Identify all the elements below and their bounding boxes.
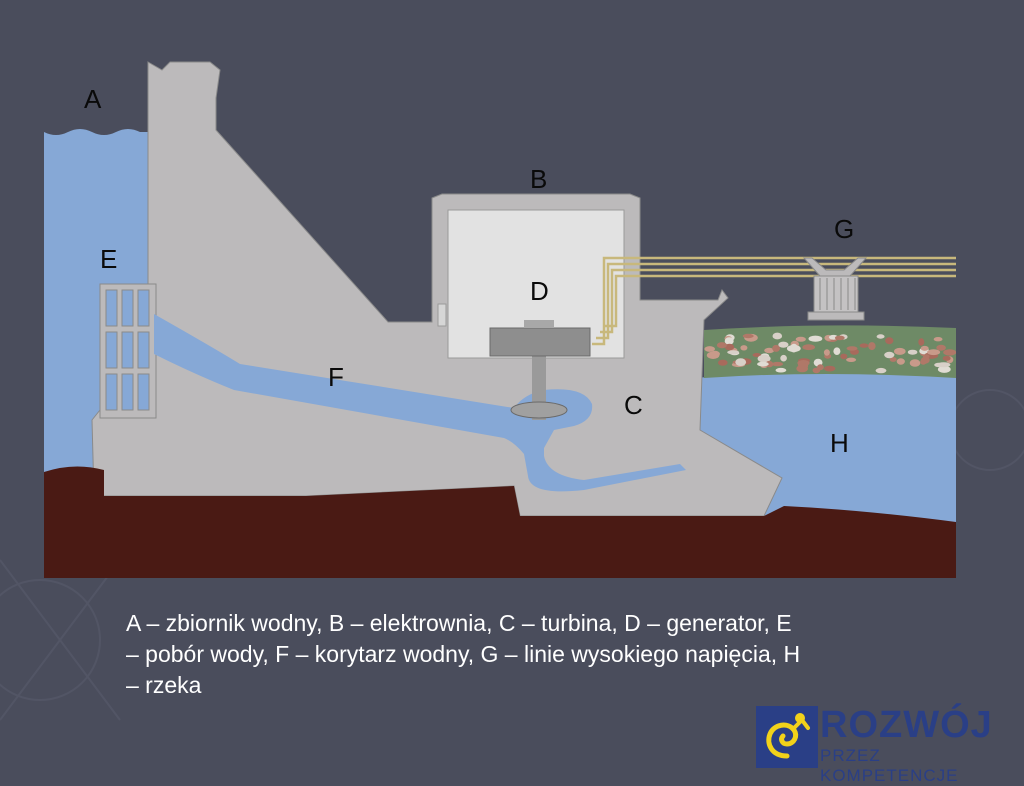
grate-cell <box>121 289 134 327</box>
generator-rotor <box>489 327 591 357</box>
stone <box>817 364 824 371</box>
stone <box>727 350 740 355</box>
penstock-channel <box>154 314 686 492</box>
stone <box>757 361 769 367</box>
turbine-wheel <box>510 401 568 419</box>
transmission-tower <box>802 257 868 321</box>
stone <box>943 349 956 356</box>
stone <box>724 337 734 345</box>
stone <box>823 349 830 356</box>
water-intake-grate <box>99 283 157 419</box>
stone <box>840 353 848 360</box>
logo-wordmark: ROZWÓJ <box>820 704 993 746</box>
stone <box>808 335 823 342</box>
stone <box>710 350 720 357</box>
stone <box>937 362 951 368</box>
label-f: F <box>328 362 344 392</box>
grate-cell <box>121 373 134 411</box>
stone <box>927 349 941 356</box>
stone <box>885 337 894 345</box>
stone <box>918 338 925 346</box>
stone <box>764 347 775 354</box>
stone <box>716 342 727 349</box>
grate-cell <box>137 331 150 369</box>
stone <box>780 354 787 362</box>
label-d: D <box>530 276 549 306</box>
stone <box>920 345 929 351</box>
grate-cell <box>121 331 134 369</box>
stone <box>765 360 774 368</box>
stone <box>834 335 845 341</box>
stone <box>724 343 735 351</box>
ground <box>44 466 956 578</box>
stone <box>757 354 771 363</box>
river-bank-stones <box>704 332 956 374</box>
stone <box>846 346 858 351</box>
high-voltage-lines <box>592 256 956 346</box>
stone <box>868 342 876 351</box>
stone <box>740 345 748 351</box>
stone <box>942 355 951 361</box>
label-h: H <box>830 428 849 458</box>
grate-cell <box>137 373 150 411</box>
stone <box>786 344 801 353</box>
stone <box>896 358 905 365</box>
stone <box>920 356 930 364</box>
stone <box>875 367 887 374</box>
stone <box>909 359 921 367</box>
stone <box>894 347 906 355</box>
stone <box>859 343 869 348</box>
label-b: B <box>530 164 547 194</box>
stone <box>704 346 715 352</box>
logo-subtitle: PRZEZ KOMPETENCJE <box>820 746 959 785</box>
label-c: C <box>624 390 643 420</box>
label-e: E <box>100 244 117 274</box>
grate-cell <box>105 289 118 327</box>
label-g: G <box>834 214 854 244</box>
stone <box>752 353 762 357</box>
stone <box>936 344 946 351</box>
stone <box>742 333 754 339</box>
stone <box>846 357 857 362</box>
stone <box>772 344 780 352</box>
stone <box>824 365 836 372</box>
stone <box>833 347 841 356</box>
stone <box>937 365 951 373</box>
grate-cell <box>105 331 118 369</box>
stone <box>884 351 895 359</box>
grate-cell <box>137 289 150 327</box>
stone <box>797 360 806 369</box>
stone <box>802 344 815 351</box>
stone <box>795 336 806 342</box>
stone <box>735 358 747 366</box>
stone <box>771 361 784 367</box>
grate-cell <box>105 373 118 411</box>
rozwoj-logo: ROZWÓJ PRZEZ KOMPETENCJE <box>756 704 1024 785</box>
stone <box>907 349 918 355</box>
label-a: A <box>84 84 102 114</box>
diagram-caption: A – zbiornik wodny, B – elektrownia, C –… <box>126 610 801 698</box>
stone <box>933 337 943 342</box>
stone <box>718 359 728 366</box>
stone <box>876 334 885 339</box>
spiral-person-icon <box>756 706 818 768</box>
hydroelectric-dam-diagram: A B C D E F G H <box>44 58 956 578</box>
stone <box>772 332 783 340</box>
stone <box>778 341 789 348</box>
stone <box>889 357 897 362</box>
stone <box>775 367 787 373</box>
